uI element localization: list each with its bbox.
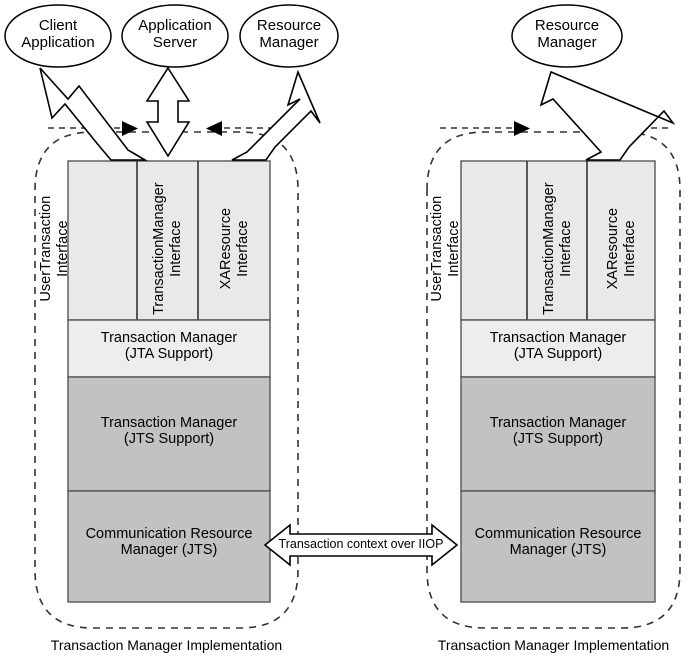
resource-manager-right-label-line2: Manager: [537, 33, 597, 51]
left-transaction-manager-interface-label: TransactionManager Interface: [151, 169, 184, 328]
right-panel-caption: Transaction Manager Implementation: [437, 637, 670, 653]
client-application-label-line1: Client: [38, 17, 78, 34]
resource-manager-right-label-line1: Resource: [534, 17, 600, 34]
right-user-transaction-interface-line1: UserTransaction: [428, 195, 445, 302]
left-xa-resource-interface-line2: Interface: [234, 220, 251, 277]
left-communication-resource-manager-label: Communication Resource Manager (JTS): [66, 526, 272, 558]
right-transaction-manager-interface-line1: TransactionManager: [540, 182, 557, 315]
right-jts-line1: Transaction Manager: [489, 415, 627, 431]
left-crm-line2: Manager (JTS): [120, 542, 218, 559]
left-user-transaction-interface-label: UserTransaction Interface: [38, 169, 71, 328]
left-transaction-manager-jts-label: Transaction Manager (JTS Support): [68, 415, 270, 447]
resource-manager-left-label-line2: Manager: [259, 33, 319, 51]
resource-manager-left-bidirectional-arrow: [231, 69, 321, 161]
application-server-label: Application Server: [122, 17, 228, 52]
left-user-transaction-interface-line2: Interface: [54, 220, 71, 277]
left-xa-resource-interface-line1: XAResource: [217, 207, 234, 290]
resource-manager-right-ellipse: [511, 4, 623, 68]
left-jts-line1: Transaction Manager: [100, 415, 238, 431]
client-application-label-line2: Application: [21, 33, 95, 51]
right-jta-line2: (JTA Support): [513, 346, 603, 363]
right-user-transaction-interface-line2: Interface: [445, 220, 462, 277]
application-server-label-line1: Application: [138, 17, 212, 34]
right-inbound-arrowhead: [514, 121, 530, 136]
application-server-label-line2: Server: [152, 33, 198, 51]
left-user-transaction-interface-line1: UserTransaction: [37, 195, 54, 302]
resource-manager-left-label-line1: Resource: [256, 17, 322, 34]
right-transaction-manager-jts-label: Transaction Manager (JTS Support): [461, 415, 655, 447]
left-inbound-arrowhead: [122, 121, 138, 136]
transaction-context-connector-label: Transaction context over IIOP: [278, 537, 444, 551]
right-communication-resource-manager-label: Communication Resource Manager (JTS): [457, 526, 659, 558]
left-jts-line2: (JTS Support): [123, 431, 215, 448]
left-transaction-manager-jta-label: Transaction Manager (JTA Support): [68, 330, 270, 362]
right-transaction-manager-interface-label: TransactionManager Interface: [541, 169, 574, 328]
resource-manager-left-label: Resource Manager: [240, 17, 338, 52]
right-crm-line1: Communication Resource: [474, 526, 642, 542]
transaction-context-connector-arrow: [263, 523, 459, 567]
right-jta-line1: Transaction Manager: [489, 330, 627, 346]
resource-manager-left-ellipse: [239, 4, 339, 68]
right-transaction-manager-jta-label: Transaction Manager (JTA Support): [461, 330, 655, 362]
left-transaction-manager-interface-line2: Interface: [167, 220, 184, 277]
left-panel-caption: Transaction Manager Implementation: [50, 637, 283, 653]
left-crm-line1: Communication Resource: [85, 526, 253, 542]
client-application-label: Client Application: [5, 17, 111, 52]
left-jta-line2: (JTA Support): [124, 346, 214, 363]
left-xa-resource-interface-label: XAResource Interface: [218, 169, 251, 328]
right-layer-crm: [460, 490, 656, 603]
application-server-bidirectional-arrow: [145, 66, 191, 158]
right-jts-line2: (JTS Support): [512, 431, 604, 448]
right-panel-dashed-boundary: [426, 131, 681, 629]
client-application-bidirectional-arrow: [39, 67, 148, 161]
left-layer-crm: [67, 490, 271, 603]
right-layer-jts: [460, 376, 656, 492]
right-layer-jta: [460, 319, 656, 378]
resource-manager-right-label: Resource Manager: [512, 17, 622, 52]
right-crm-line2: Manager (JTS): [509, 542, 607, 559]
left-panel-dashed-boundary: [34, 131, 299, 629]
right-xa-resource-interface-label: XAResource Interface: [605, 169, 638, 328]
client-application-ellipse: [4, 4, 112, 68]
left-jta-line1: Transaction Manager: [100, 330, 238, 346]
application-server-ellipse: [121, 4, 229, 68]
right-xa-resource-interface-line1: XAResource: [604, 207, 621, 290]
right-xa-resource-interface-line2: Interface: [621, 220, 638, 277]
left-outbound-arrowhead: [206, 121, 222, 136]
left-transaction-manager-interface-line1: TransactionManager: [150, 182, 167, 315]
right-transaction-manager-interface-line2: Interface: [557, 220, 574, 277]
resource-manager-right-bidirectional-arrow: [539, 70, 676, 161]
right-user-transaction-interface-label: UserTransaction Interface: [429, 169, 462, 328]
